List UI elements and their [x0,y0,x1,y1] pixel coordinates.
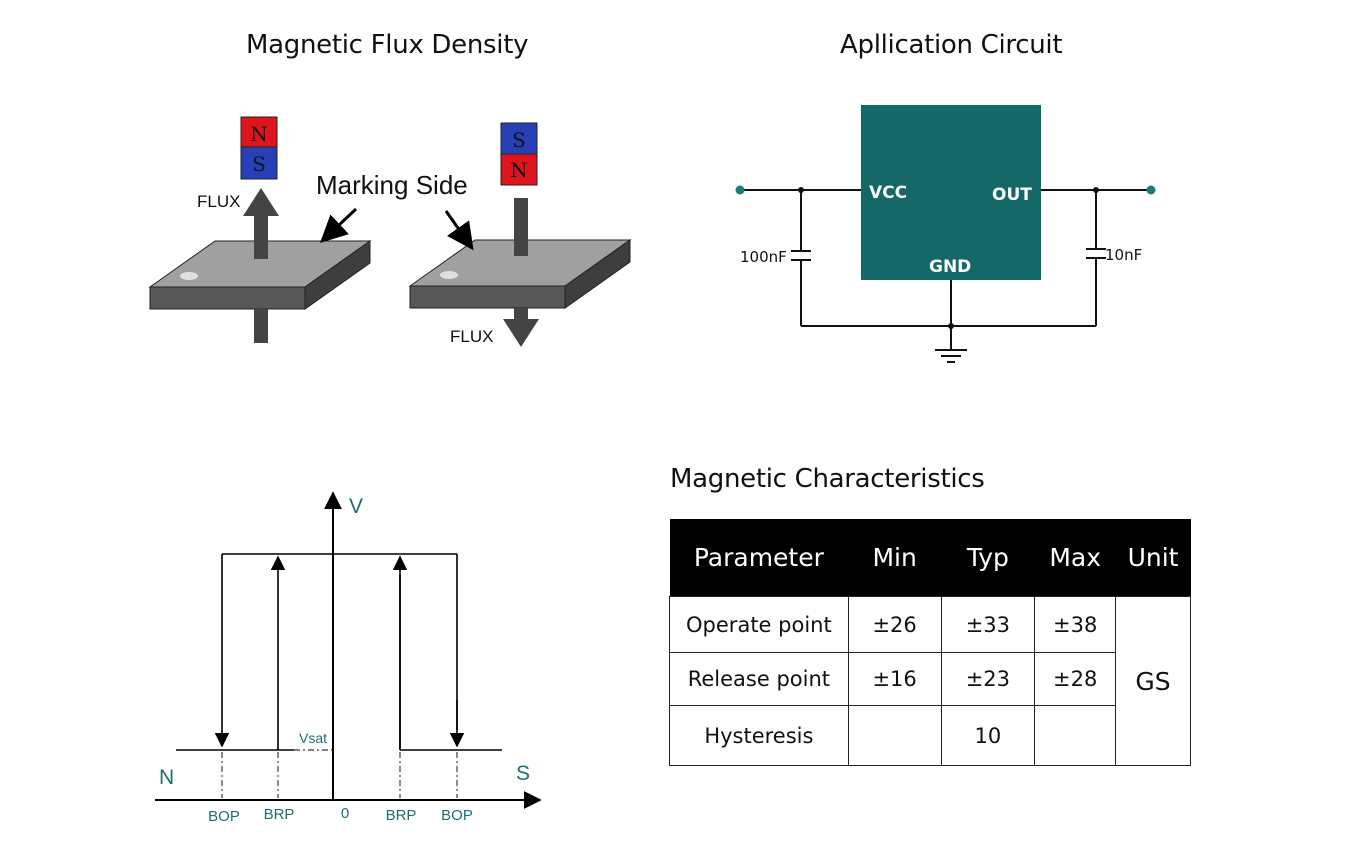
v-axis-label: V [349,495,363,518]
operate-point-min: ±26 [847,596,942,653]
marking-pointer-right [444,210,474,251]
capacitor-input [791,250,811,261]
threshold-guides [221,752,458,798]
table-header-row: Parameter Min Typ Max Unit [669,519,1191,597]
cap-out-label: 10nF [1105,246,1142,264]
application-circuit-title: Apllication Circuit [840,30,1063,60]
hysteresis-max [1034,705,1117,766]
hysteresis-curve [176,553,502,751]
operate-point-typ: ±33 [940,596,1036,653]
origin-label: 0 [341,805,349,822]
capacitor-output [1086,248,1106,259]
table-row: Hysteresis 10 [669,705,1191,766]
flux-label-1: FLUX [197,192,240,211]
header-unit: Unit [1115,519,1191,597]
operate-point-label: Operate point [669,596,849,653]
sensor-package-1 [148,240,372,310]
header-max: Max [1034,519,1116,597]
table-row: Release point ±16 ±23 ±28 [669,652,1191,706]
out-pin-label: OUT [992,185,1032,205]
flux-diagram: N S S N [148,116,632,347]
bop-right-label: BOP [441,807,473,824]
release-point-typ: ±23 [940,652,1036,706]
south-label: S [516,762,530,785]
bop-left-label: BOP [208,808,240,825]
flux-arrow-down [503,198,539,347]
hysteresis-label: Hysteresis [669,705,849,766]
magnetic-characteristics-table: Parameter Min Typ Max Unit Operate point… [669,519,1191,766]
ground-symbol [935,349,967,363]
marking-side-label: Marking Side [316,170,468,200]
cap-in-label: 100nF [740,248,787,266]
hysteresis-min [847,705,942,766]
magnet1-top-label: N [250,122,268,146]
magnetic-characteristics-title: Magnetic Characteristics [670,464,985,494]
brp-right-label: BRP [386,807,417,824]
magnet2-bottom-label: N [510,158,528,182]
application-circuit: VCC OUT GND 100n [735,105,1156,363]
sensor-package-2 [408,239,632,309]
operate-point-max: ±38 [1034,596,1117,653]
gnd-pin-label: GND [929,257,971,277]
flux-density-title: Magnetic Flux Density [246,30,529,60]
release-point-label: Release point [669,652,849,706]
flux-label-2: FLUX [450,327,493,346]
switching-diagram: V N S Vsat BOP BRP 0 BRP BOP [155,491,542,825]
ic-chip [861,105,1041,280]
magnet-south-up: S N [500,122,538,186]
magnet1-bottom-label: S [252,152,266,176]
header-typ: Typ [941,519,1035,597]
release-point-min: ±16 [847,652,942,706]
unit-cell: GS [1115,596,1191,766]
vcc-pin-label: VCC [869,183,907,203]
hysteresis-typ: 10 [940,705,1036,766]
release-point-max: ±28 [1034,652,1117,706]
header-parameter: Parameter [669,519,849,597]
input-node [735,185,745,195]
brp-left-label: BRP [264,806,295,823]
magnet-north-up: N S [240,116,278,180]
flux-arrow-up [243,188,279,343]
vsat-label: Vsat [299,730,327,746]
marking-pointer-left [320,207,358,243]
magnet2-top-label: S [512,128,526,152]
table-row: Operate point ±26 ±33 ±38 GS [669,596,1191,766]
output-node [1146,185,1156,195]
header-min: Min [848,519,941,597]
north-label: N [159,766,174,789]
